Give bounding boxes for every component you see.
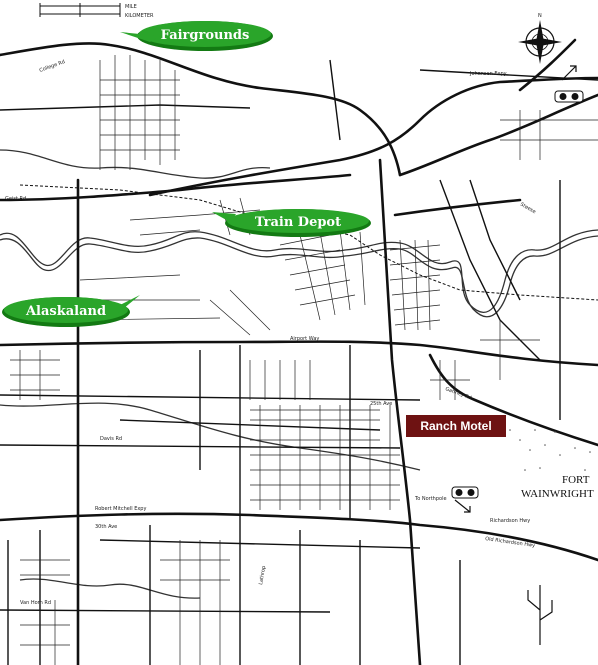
landmark-icon xyxy=(527,585,553,645)
road-label-northpole: To Northpole xyxy=(414,496,447,502)
alaskaland-marker[interactable]: Alaskaland xyxy=(2,295,140,327)
alaskaland-label: Alaskaland xyxy=(25,304,106,319)
scale-bar: MILE KILOMETER xyxy=(39,3,154,19)
train-depot-label: Train Depot xyxy=(255,215,341,230)
road-label-johansen: Johansen Expy xyxy=(469,71,507,77)
train-depot-marker[interactable]: Train Depot xyxy=(212,209,371,237)
road-label-lathrop: Lathrop xyxy=(258,565,267,585)
scale-mile-label: MILE xyxy=(125,4,137,10)
major-roads xyxy=(0,38,598,665)
direction-arrows xyxy=(454,65,577,513)
road-label-gaffney: Gaffney Rd xyxy=(444,386,472,401)
road-label-25th: 25th Ave xyxy=(370,401,392,407)
ranch-motel-marker[interactable]: Ranch Motel xyxy=(406,415,506,437)
road-label-davis: Davis Rd xyxy=(100,436,122,442)
fairgrounds-label: Fairgrounds xyxy=(161,28,250,43)
river-lines xyxy=(0,149,598,599)
road-label-steese: Steese xyxy=(519,202,537,216)
medium-roads xyxy=(0,59,598,665)
wainwright-label: WAINWRIGHT xyxy=(521,488,594,500)
road-label-airport-way: Airport Way xyxy=(290,336,319,342)
highway-shield-group xyxy=(451,90,584,499)
road-label-robert-mitchell: Robert Mitchell Expy xyxy=(95,506,146,512)
fort-label: FORT xyxy=(562,474,590,486)
fort-wainwright-area xyxy=(509,429,591,471)
road-label-van-horn: Van Horn Rd xyxy=(20,600,51,606)
ranch-motel-label: Ranch Motel xyxy=(420,419,491,433)
scale-kilometer-label: KILOMETER xyxy=(125,13,154,19)
road-labels: College Rd Johansen Expy Airport Way Rob… xyxy=(5,59,537,606)
street-grid xyxy=(10,55,598,665)
compass-north-label: N xyxy=(538,13,542,19)
fairgrounds-marker[interactable]: Fairgrounds xyxy=(120,21,273,51)
road-label-30th: 30th Ave xyxy=(95,524,117,530)
road-label-geist: Geist Rd xyxy=(5,196,26,202)
road-label-richardson: Richardson Hwy xyxy=(490,518,530,524)
compass-rose-icon: N xyxy=(518,13,562,64)
road-label-college: College Rd xyxy=(39,59,66,74)
